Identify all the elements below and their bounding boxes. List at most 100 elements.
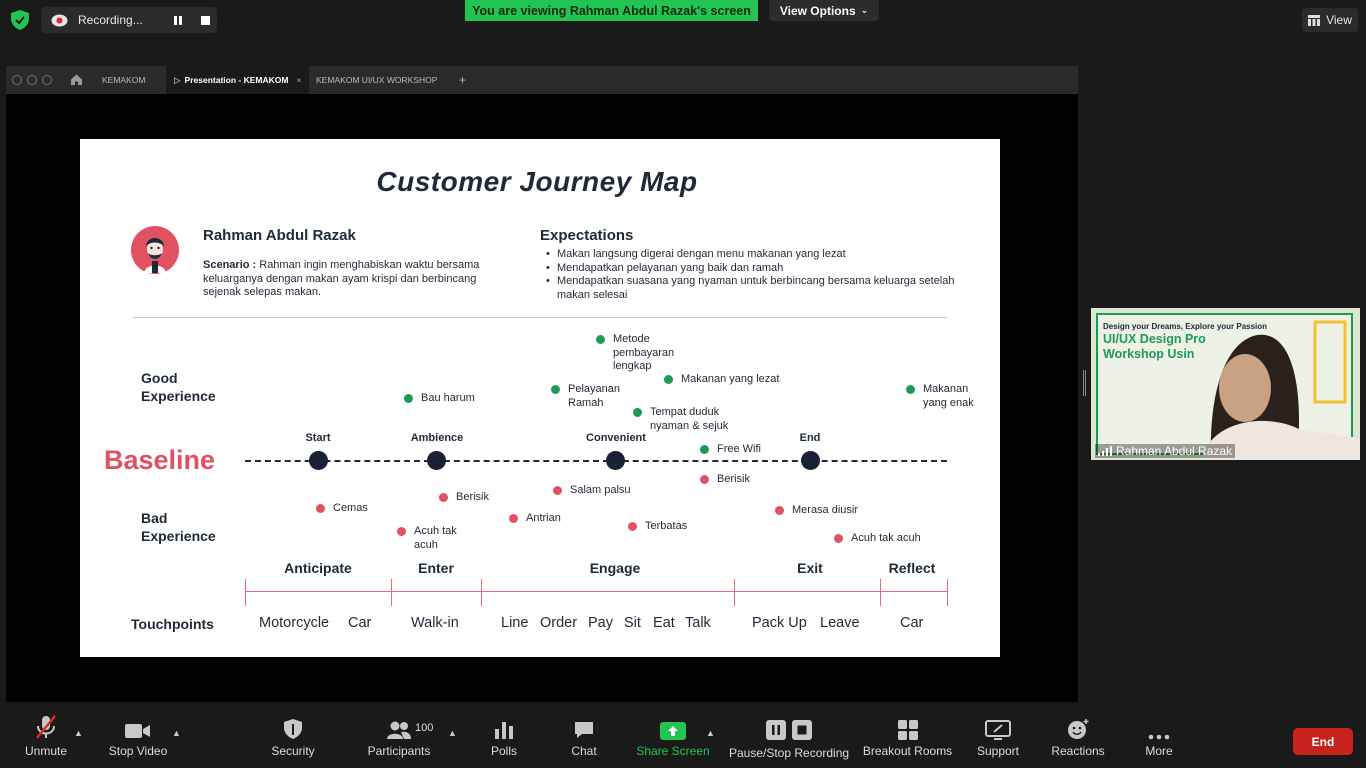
unmute-label: Unmute xyxy=(24,744,68,758)
red-dot xyxy=(553,486,562,495)
green-dot xyxy=(404,394,413,403)
good-point-text: Pelayanan Ramah xyxy=(568,383,620,409)
reactions-smiley-icon xyxy=(1068,719,1089,739)
security-button[interactable]: Security xyxy=(271,710,315,768)
end-meeting-button[interactable]: End xyxy=(1293,728,1353,755)
video-heading-line: Workshop Usin xyxy=(1103,347,1195,361)
participants-icon xyxy=(387,721,411,739)
good-point-text: Tempat duduk nyaman & sejuk xyxy=(650,406,729,432)
unmute-button[interactable]: Unmute xyxy=(24,710,68,768)
bad-label-line: Bad xyxy=(141,510,168,526)
bad-point: Cemas xyxy=(316,502,396,516)
expectation-item: Mendapatkan pelayanan yang baik dan rama… xyxy=(546,262,966,276)
chat-button[interactable]: Chat xyxy=(571,710,597,768)
scenario-text: Scenario : Rahman ingin menghabiskan wak… xyxy=(203,259,483,300)
tab-label: Presentation - KEMAKOM xyxy=(184,75,289,85)
audio-options-caret[interactable]: ▲ xyxy=(74,728,83,738)
reactions-button[interactable]: Reactions xyxy=(1051,710,1105,768)
share-options-caret[interactable]: ▲ xyxy=(706,728,715,738)
tab-label: KEMAKOM xyxy=(102,75,146,85)
bad-point-text: Berisik xyxy=(456,491,490,503)
window-minimize-dot[interactable] xyxy=(27,75,37,85)
share-screen-button[interactable]: Share Screen xyxy=(636,710,710,768)
more-dots-icon xyxy=(1148,734,1170,740)
bad-point: Acuh tak acuh xyxy=(834,532,944,546)
polls-button[interactable]: Polls xyxy=(490,710,518,768)
chat-label: Chat xyxy=(571,744,597,758)
tab-label: KEMAKOM UI/UX WORKSHOP xyxy=(316,75,438,85)
phase-anticipate: Anticipate xyxy=(284,560,352,576)
good-experience-label: Good Experience xyxy=(141,369,216,405)
chevron-down-icon: ⌄ xyxy=(860,5,869,15)
encryption-shield-icon[interactable] xyxy=(9,9,31,31)
meeting-toolbar: Unmute ▲ Stop Video ▲ Security 100 Parti… xyxy=(0,710,1366,768)
tab-workshop[interactable]: KEMAKOM UI/UX WORKSHOP xyxy=(316,66,437,94)
grid-view-icon xyxy=(1308,14,1321,26)
participants-button[interactable]: 100 Participants xyxy=(368,710,433,768)
green-dot xyxy=(633,408,642,417)
bad-point-text: Merasa diusir xyxy=(792,504,859,516)
more-button[interactable]: More xyxy=(1144,710,1174,768)
touchpoint: Line xyxy=(501,615,529,631)
good-point-text: Makanan yang enak xyxy=(923,383,974,409)
touchpoints-label: Touchpoints xyxy=(131,616,214,632)
breakout-rooms-button[interactable]: Breakout Rooms xyxy=(863,710,952,768)
slide-title: Customer Journey Map xyxy=(376,166,698,197)
divider xyxy=(133,317,947,318)
new-tab-button[interactable]: + xyxy=(459,73,467,87)
view-options-label: View Options xyxy=(779,3,856,18)
close-tab-icon[interactable]: × xyxy=(296,75,302,85)
meeting-top-bar: Recording... You are viewing Rahman Abdu… xyxy=(0,0,1366,40)
pause-recording-icon[interactable] xyxy=(174,16,182,25)
red-dot xyxy=(509,514,518,523)
home-icon[interactable] xyxy=(70,73,83,86)
good-point-text: Bau harum xyxy=(421,392,475,404)
muted-mic-icon xyxy=(36,715,56,739)
bad-point: Merasa diusir xyxy=(775,504,885,518)
window-maximize-dot[interactable] xyxy=(42,75,52,85)
breakout-rooms-icon xyxy=(897,720,918,740)
bad-point: Antrian xyxy=(509,512,589,526)
touchpoint: Order xyxy=(540,615,578,631)
bad-point: Berisik xyxy=(439,491,519,505)
phase-tick xyxy=(734,579,735,606)
good-point: Free Wifi xyxy=(700,443,790,457)
stop-video-label: Stop Video xyxy=(108,744,168,758)
tab-presentation[interactable]: ▷ Presentation - KEMAKOM × xyxy=(166,66,310,94)
persona-name: Rahman Abdul Razak xyxy=(203,227,356,244)
red-dot xyxy=(834,534,843,543)
window-close-dot[interactable] xyxy=(12,75,22,85)
panel-resize-handle[interactable] xyxy=(1083,370,1086,396)
touchpoint: Eat xyxy=(653,615,675,631)
phase-exit: Exit xyxy=(797,560,823,576)
persona-avatar xyxy=(131,226,179,274)
touchpoint: Talk xyxy=(685,615,711,631)
red-dot xyxy=(700,475,709,484)
video-slide-tagline: Design your Dreams, Explore your Passion xyxy=(1103,322,1268,331)
baseline-label: Baseline xyxy=(104,445,216,475)
bad-point-text: Acuh tak acuh xyxy=(414,525,457,551)
participants-options-caret[interactable]: ▲ xyxy=(448,728,457,738)
video-frame xyxy=(1091,308,1360,460)
view-button[interactable]: View xyxy=(1302,8,1358,32)
touchpoint: Leave xyxy=(820,615,860,631)
recording-label: Recording... xyxy=(78,13,143,27)
bad-point: Berisik xyxy=(700,473,780,487)
stop-video-button[interactable]: Stop Video xyxy=(108,710,168,768)
support-button[interactable]: Support xyxy=(976,710,1020,768)
participant-video[interactable]: Design your Dreams, Explore your Passion… xyxy=(1091,308,1360,460)
bad-point-text: Salam palsu xyxy=(570,484,631,496)
stop-recording-icon[interactable] xyxy=(201,16,210,25)
scenario-body: Rahman ingin menghabiskan waktu bersama … xyxy=(203,259,480,298)
view-options-button[interactable]: View Options ⌄ xyxy=(769,0,879,21)
touchpoint: Pay xyxy=(588,615,613,631)
video-options-caret[interactable]: ▲ xyxy=(172,728,181,738)
pause-stop-recording-button[interactable]: Pause/Stop Recording xyxy=(729,710,849,768)
touchpoint: Pack Up xyxy=(752,615,807,631)
red-dot xyxy=(775,506,784,515)
phase-enter: Enter xyxy=(418,560,454,576)
bad-label-line: Experience xyxy=(141,528,216,544)
tab-kemakom[interactable]: KEMAKOM xyxy=(102,66,145,94)
phase-tick xyxy=(245,579,246,606)
share-screen-label: Share Screen xyxy=(636,744,710,758)
